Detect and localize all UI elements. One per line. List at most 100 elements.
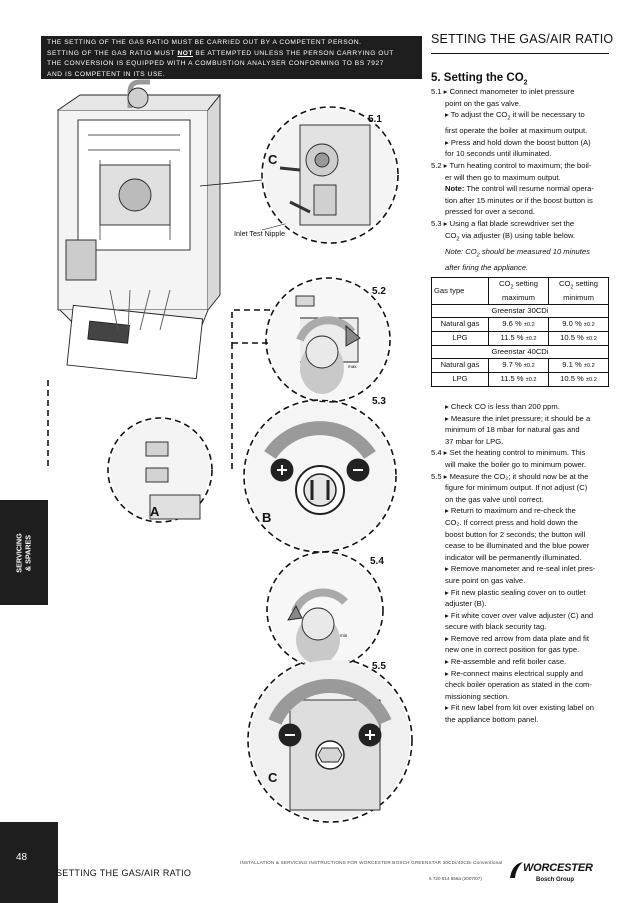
valve-closeup-5-1	[264, 109, 396, 241]
text-span: minimum	[563, 292, 594, 302]
step-line: sure point on gas valve.	[445, 575, 526, 585]
boost-button-closeup	[110, 420, 210, 520]
tolerance: ±0.2	[523, 362, 535, 369]
side-tab	[0, 500, 48, 605]
step-line: ▸ Return to maximum and re-check the	[445, 506, 576, 516]
note-line: Note: CO2 should be measured 10 minutes	[431, 246, 611, 262]
table-row: LPG 11.5 % ±0.2 10.5 % ±0.2	[431, 371, 609, 387]
tolerance: ±0.2	[583, 362, 595, 369]
table-group-row: Greenstar 30CDi	[431, 303, 609, 318]
step-line: boost button for 2 seconds; the button w…	[445, 529, 586, 539]
step-line: ▸ Re-assemble and refit boiler case.	[445, 657, 567, 667]
heating-knob-min	[269, 554, 381, 666]
text-span: 11.5 %	[500, 373, 524, 383]
callout-a: A	[150, 504, 160, 519]
callout-c-bottom: C	[268, 770, 278, 785]
brand-subtitle: Bosch Group	[536, 877, 575, 883]
table-group-row: Greenstar 40CDi	[431, 344, 609, 359]
step-5-1-line: for 10 seconds until illuminated.	[445, 149, 552, 159]
cell-min: 10.5 % ±0.2	[548, 371, 609, 387]
inlet-test-nipple-label: Inlet Test Nipple	[234, 229, 286, 238]
step-line: 5.4 ▸ Set the heating control to minimum…	[431, 448, 586, 458]
worcester-logo-icon	[510, 862, 523, 878]
text-span: should be measured 10 minutes	[479, 246, 590, 256]
step-line: ▸ Remove manometer and re-seal inlet pre…	[445, 564, 596, 574]
cell-min: 9.1 % ±0.2	[548, 357, 609, 373]
section-heading-text: 5. Setting the CO	[431, 72, 524, 84]
warning-line-4: AND IS COMPETENT IN ITS USE.	[47, 70, 166, 78]
table-row: LPG 11.5 % ±0.2 10.5 % ±0.2	[431, 330, 609, 346]
step-line: indicator will be permanently illuminate…	[445, 552, 582, 562]
text-span: maximum	[502, 292, 535, 302]
text-span: 10.5 %	[560, 332, 584, 342]
text-span: ▸ To adjust the CO	[445, 110, 508, 120]
figure-label-5-1: 5.1	[368, 114, 382, 125]
step-5-2-line: er will then go to maximum output.	[445, 172, 561, 182]
step-line: secure with black security tag.	[445, 622, 547, 632]
note-line: tion after 15 minutes or if the boost bu…	[445, 195, 593, 205]
step-line: will make the boiler go to minimum power…	[445, 459, 586, 469]
page-number: 48	[16, 852, 28, 863]
header-gas-type: Gas type	[431, 277, 489, 305]
text-span: 11.5 %	[500, 332, 524, 342]
subscript: 2	[510, 284, 514, 291]
text-span: 10.5 %	[560, 373, 584, 383]
tolerance: ±0.2	[583, 321, 595, 328]
adjuster-b-closeup	[246, 402, 394, 550]
subscript: 2	[456, 236, 460, 243]
note-line: Note: The control will resume normal ope…	[431, 183, 611, 195]
step-5-2-line: 5.2 ▸ Turn heating control to maximum; t…	[431, 161, 592, 171]
figure-label-5-4: 5.4	[370, 556, 384, 567]
callout-c-top: C	[268, 152, 278, 167]
step-line: ▸ Measure the inlet pressure; it should …	[445, 413, 591, 423]
heating-knob-max	[268, 280, 388, 400]
tolerance: ±0.2	[525, 376, 537, 383]
step-line: 5.5 ▸ Measure the CO₂; it should now be …	[431, 471, 589, 481]
step-line: check boiler operation as stated in the …	[445, 680, 592, 690]
section-heading-sub: 2	[523, 79, 528, 87]
text-span: 9.1 %	[562, 359, 582, 369]
note-line: pressed for over a second.	[445, 207, 535, 217]
step-line: new one in correct position for gas type…	[445, 645, 580, 655]
text-span: CO	[559, 279, 571, 288]
note-label: Note:	[445, 184, 465, 194]
step-line: ▸ Remove red arrow from data plate and f…	[445, 633, 589, 643]
side-tab-text: SERVICING& SPARES	[0, 500, 48, 605]
text-span: 9.6 %	[502, 318, 522, 328]
warning-line-1: THE SETTING OF THE GAS RATIO MUST BE CAR…	[47, 39, 362, 46]
step-line: cease to be illuminated and the blue pow…	[445, 541, 590, 551]
tolerance: ±0.2	[523, 321, 535, 328]
text-span: setting	[573, 279, 598, 288]
cell-max: 9.6 % ±0.2	[488, 316, 549, 332]
warning-line-2-end: BE ATTEMPTED UNLESS THE PERSON CARRYING …	[195, 49, 394, 57]
text-span: it will be necessary to	[510, 110, 585, 120]
cell-max: 11.5 % ±0.2	[488, 330, 549, 346]
step-line: minimum of 18 mbar for natural gas and	[445, 425, 580, 435]
cell-max: 11.5 % ±0.2	[488, 371, 549, 387]
step-line: ▸ Re-connect mains electrical supply and	[445, 668, 584, 678]
warning-line-2: SETTING OF THE GAS RATIO MUST NOT BE ATT…	[47, 49, 416, 60]
side-tab-line-2: & SPARES	[23, 534, 33, 571]
step-line: ▸ Fit white cover over valve adjuster (C…	[445, 610, 594, 620]
text-span: Note: CO	[445, 246, 477, 256]
tolerance: ±0.2	[585, 335, 597, 342]
text-span: via adjuster (B) using table below.	[459, 230, 576, 240]
warning-line-2-start: SETTING OF THE GAS RATIO MUST	[47, 49, 176, 57]
step-line: ▸ Check CO is less than 200 ppm.	[445, 402, 560, 411]
subscript: 2	[570, 284, 574, 291]
step-5-3-line: 5.3 ▸ Using a flat blade screwdriver set…	[431, 219, 575, 229]
steps-bottom: ▸ Check CO is less than 200 ppm. ▸ Measu…	[431, 401, 611, 726]
warning-line-3: THE CONVERSION IS EQUIPPED WITH A COMBUS…	[47, 60, 384, 68]
cell-gas: LPG	[431, 330, 489, 346]
cell-min: 9.0 % ±0.2	[548, 316, 609, 332]
text-span: setting	[513, 279, 538, 288]
cell-max: 9.7 % ±0.2	[488, 357, 549, 373]
subscript: 2	[507, 115, 511, 122]
step-line: ▸ Fit new plastic sealing cover on to ou…	[445, 587, 586, 597]
tolerance: ±0.2	[585, 376, 597, 383]
step-5-1-line: 5.1 ▸ Connect manometer to inlet pressur…	[431, 87, 575, 96]
step-5-1-line: point on the gas valve.	[445, 98, 521, 108]
step-5-1-line: ▸ To adjust the CO2 it will be necessary…	[431, 109, 611, 125]
